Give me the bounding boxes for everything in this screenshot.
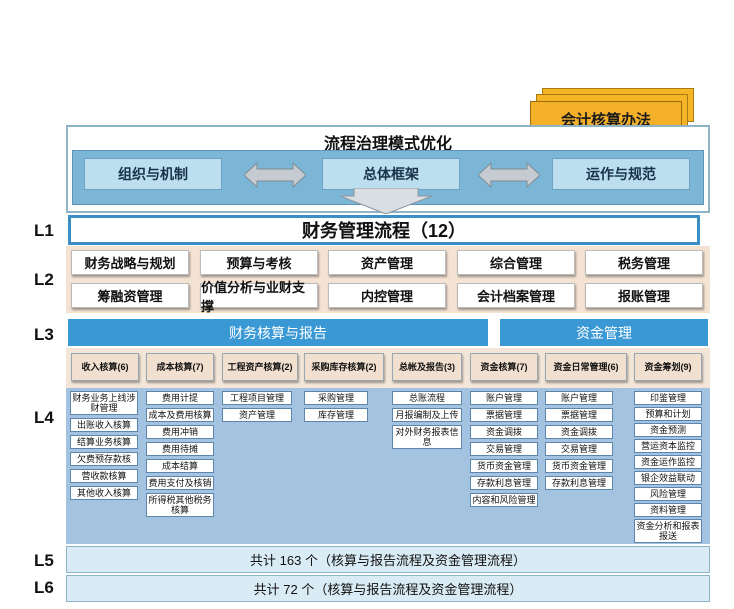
l4-header: 成本核算(7)	[146, 353, 214, 381]
l4-item: 账户管理	[545, 391, 613, 405]
l4-item: 票据管理	[470, 408, 538, 422]
l2-item: 财务战略与规划	[71, 250, 189, 275]
l2-item: 筹融资管理	[71, 283, 189, 308]
l4-item: 结算业务核算	[70, 435, 138, 449]
l4-item: 资料管理	[634, 503, 702, 517]
l4-item: 预算和计划	[634, 407, 702, 421]
l1-finance-process-bar: 财务管理流程（12）	[68, 215, 700, 245]
l6-summary-bar: 共计 72 个（核算与报告流程及资金管理流程）	[66, 575, 710, 602]
double-arrow-left	[244, 161, 306, 189]
l4-item: 所得税其他税务核算	[146, 493, 214, 517]
l2-item: 预算与考核	[200, 250, 318, 275]
l4-item: 银企效益联动	[634, 471, 702, 485]
org-mechanism-box: 组织与机制	[84, 158, 222, 190]
l4-header: 资金日常管理(6)	[545, 353, 627, 381]
level-label-l5: L5	[34, 551, 54, 570]
l4-item: 存款利息管理	[545, 476, 613, 490]
l4-header: 总帐及报告(3)	[392, 353, 462, 381]
l4-item: 费用待摊	[146, 442, 214, 456]
double-arrow-right	[478, 161, 540, 189]
l4-item: 资金预测	[634, 423, 702, 437]
governance-title: 流程治理模式优化	[323, 136, 452, 153]
l4-item: 货币资金管理	[470, 459, 538, 473]
l4-item: 月报编制及上传	[392, 408, 462, 422]
l4-item: 资金调拨	[470, 425, 538, 439]
l4-item: 对外财务报表信息	[392, 425, 462, 449]
l4-item: 交易管理	[545, 442, 613, 456]
l4-item: 票据管理	[545, 408, 613, 422]
l4-item: 风险管理	[634, 487, 702, 501]
l2-item: 综合管理	[457, 250, 575, 275]
overall-framework-box: 总体框架	[322, 158, 460, 190]
l4-item: 出账收入核算	[70, 418, 138, 432]
l2-item: 内控管理	[328, 283, 446, 308]
l4-column-fund-planning: 印鉴管理 预算和计划 资金预测 营运资本监控 资金运作监控 银企效益联动 风险管…	[634, 391, 702, 543]
l4-header: 资金筹划(9)	[634, 353, 702, 381]
l4-item: 总账流程	[392, 391, 462, 405]
l4-column-general-ledger: 总账流程 月报编制及上传 对外财务报表信息	[392, 391, 462, 449]
l4-column-fund-daily: 账户管理 票据管理 资金调拨 交易管理 货币资金管理 存款利息管理	[545, 391, 613, 490]
l4-item: 成本结算	[146, 459, 214, 473]
l4-header: 工程资产核算(2)	[222, 353, 298, 381]
l4-item: 采购管理	[304, 391, 368, 405]
l4-item: 费用支付及核销	[146, 476, 214, 490]
l4-item: 内容和风险管理	[470, 493, 538, 507]
level-label-l6: L6	[34, 578, 54, 597]
operation-norms-box: 运作与规范	[552, 158, 690, 190]
l3-accounting-reporting: 财务核算与报告	[68, 319, 488, 346]
l4-item: 费用计提	[146, 391, 214, 405]
l5-summary-bar: 共计 163 个（核算与报告流程及资金管理流程）	[66, 546, 710, 573]
down-arrow	[340, 188, 432, 214]
level-label-l4: L4	[34, 408, 54, 427]
l4-column-project-assets: 工程项目管理 资产管理	[222, 391, 292, 422]
level-label-l1: L1	[34, 221, 54, 240]
l4-item: 其他收入核算	[70, 486, 138, 500]
l2-item: 资产管理	[328, 250, 446, 275]
l2-item: 价值分析与业财支撑	[200, 280, 318, 314]
l4-item: 交易管理	[470, 442, 538, 456]
l4-column-cost: 费用计提 成本及费用核算 费用冲销 费用待摊 成本结算 费用支付及核销 所得税其…	[146, 391, 214, 517]
l3-fund-management: 资金管理	[500, 319, 708, 346]
l4-header: 资金核算(7)	[470, 353, 538, 381]
l4-item: 资金运作监控	[634, 455, 702, 469]
l4-item: 工程项目管理	[222, 391, 292, 405]
l4-item: 欠费预存款核	[70, 452, 138, 466]
l2-item: 税务管理	[585, 250, 703, 275]
l4-item: 货币资金管理	[545, 459, 613, 473]
l4-item: 费用冲销	[146, 425, 214, 439]
l4-item: 成本及费用核算	[146, 408, 214, 422]
l4-item: 资金分析和报表报送	[634, 519, 702, 543]
l4-item: 账户管理	[470, 391, 538, 405]
l4-header: 收入核算(6)	[71, 353, 139, 381]
l4-column-fund-accounting: 账户管理 票据管理 资金调拨 交易管理 货币资金管理 存款利息管理 内容和风险管…	[470, 391, 538, 507]
l4-item: 营收款核算	[70, 469, 138, 483]
l4-item: 资产管理	[222, 408, 292, 422]
l4-item: 存款利息管理	[470, 476, 538, 490]
level-label-l2: L2	[34, 270, 54, 289]
level-label-l3: L3	[34, 325, 54, 344]
l4-item: 资金调拨	[545, 425, 613, 439]
l4-header: 采购库存核算(2)	[304, 353, 384, 381]
l4-item: 营运资本监控	[634, 439, 702, 453]
l2-item: 会计档案管理	[457, 283, 575, 308]
l4-column-revenue: 财务业务上线涉财管理 出账收入核算 结算业务核算 欠费预存款核 营收款核算 其他…	[70, 391, 138, 500]
l4-item: 库存管理	[304, 408, 368, 422]
l4-column-procurement: 采购管理 库存管理	[304, 391, 368, 422]
l2-item: 报账管理	[585, 283, 703, 308]
l4-item: 财务业务上线涉财管理	[70, 391, 138, 415]
l4-item: 印鉴管理	[634, 391, 702, 405]
